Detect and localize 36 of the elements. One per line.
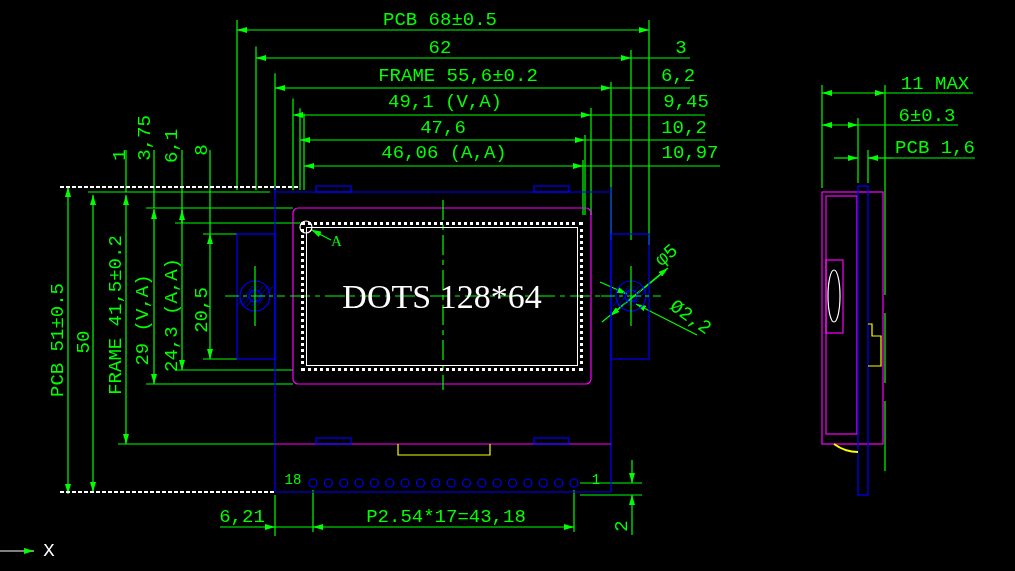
dimension-label: 10,2 bbox=[661, 118, 707, 138]
dimension-label: 62 bbox=[428, 38, 452, 58]
axis-label: X bbox=[43, 541, 55, 561]
dimension-label: 10,97 bbox=[661, 143, 719, 163]
dimension-label: 49,1 (V,A) bbox=[388, 92, 502, 112]
dimension-label: FRAME 41,5±0.2 bbox=[106, 235, 126, 395]
dimension-label: PCB 1,6 bbox=[895, 138, 975, 158]
dimension-label: 6,2 bbox=[660, 66, 696, 86]
dimension-label: 6,1 bbox=[162, 128, 182, 164]
dimension-label: 47,6 bbox=[420, 118, 466, 138]
dimension-label: 3 bbox=[675, 38, 687, 58]
dimension-label: 2 bbox=[612, 520, 632, 532]
dimension-label: PCB 51±0.5 bbox=[48, 283, 68, 397]
pin-number: 18 bbox=[284, 473, 302, 487]
dimension-label: 20,5 bbox=[192, 287, 212, 333]
dimension-label: 24,3 (A,A) bbox=[162, 258, 182, 372]
reference-point-circle bbox=[299, 220, 313, 234]
reference-mark-label: A bbox=[331, 234, 342, 249]
dimension-label: 9,45 bbox=[663, 92, 709, 112]
leader-line bbox=[310, 229, 332, 241]
dimension-label: 1 bbox=[110, 149, 130, 161]
dimension-label: 3,75 bbox=[135, 115, 155, 161]
dimension-label: 29 (V,A) bbox=[133, 274, 153, 366]
dimension-label: 11 MAX bbox=[900, 74, 970, 94]
viewing-area-box bbox=[301, 222, 583, 371]
dimension-label: 6,21 bbox=[219, 507, 265, 527]
dimension-label: 6±0.3 bbox=[898, 106, 956, 126]
dimension-label: 50 bbox=[74, 330, 94, 354]
dimension-label: 8 bbox=[192, 144, 212, 156]
dimension-label: 46,06 (A,A) bbox=[381, 143, 507, 163]
pin-number: 1 bbox=[591, 473, 601, 487]
dimension-label: PCB 68±0.5 bbox=[383, 10, 497, 30]
dimension-label: FRAME 55,6±0.2 bbox=[378, 66, 538, 86]
dimension-label: φ5 bbox=[652, 241, 682, 271]
display-text: DOTS 128*64 bbox=[342, 279, 542, 314]
dimension-label: P2.54*17=43,18 bbox=[366, 507, 526, 527]
